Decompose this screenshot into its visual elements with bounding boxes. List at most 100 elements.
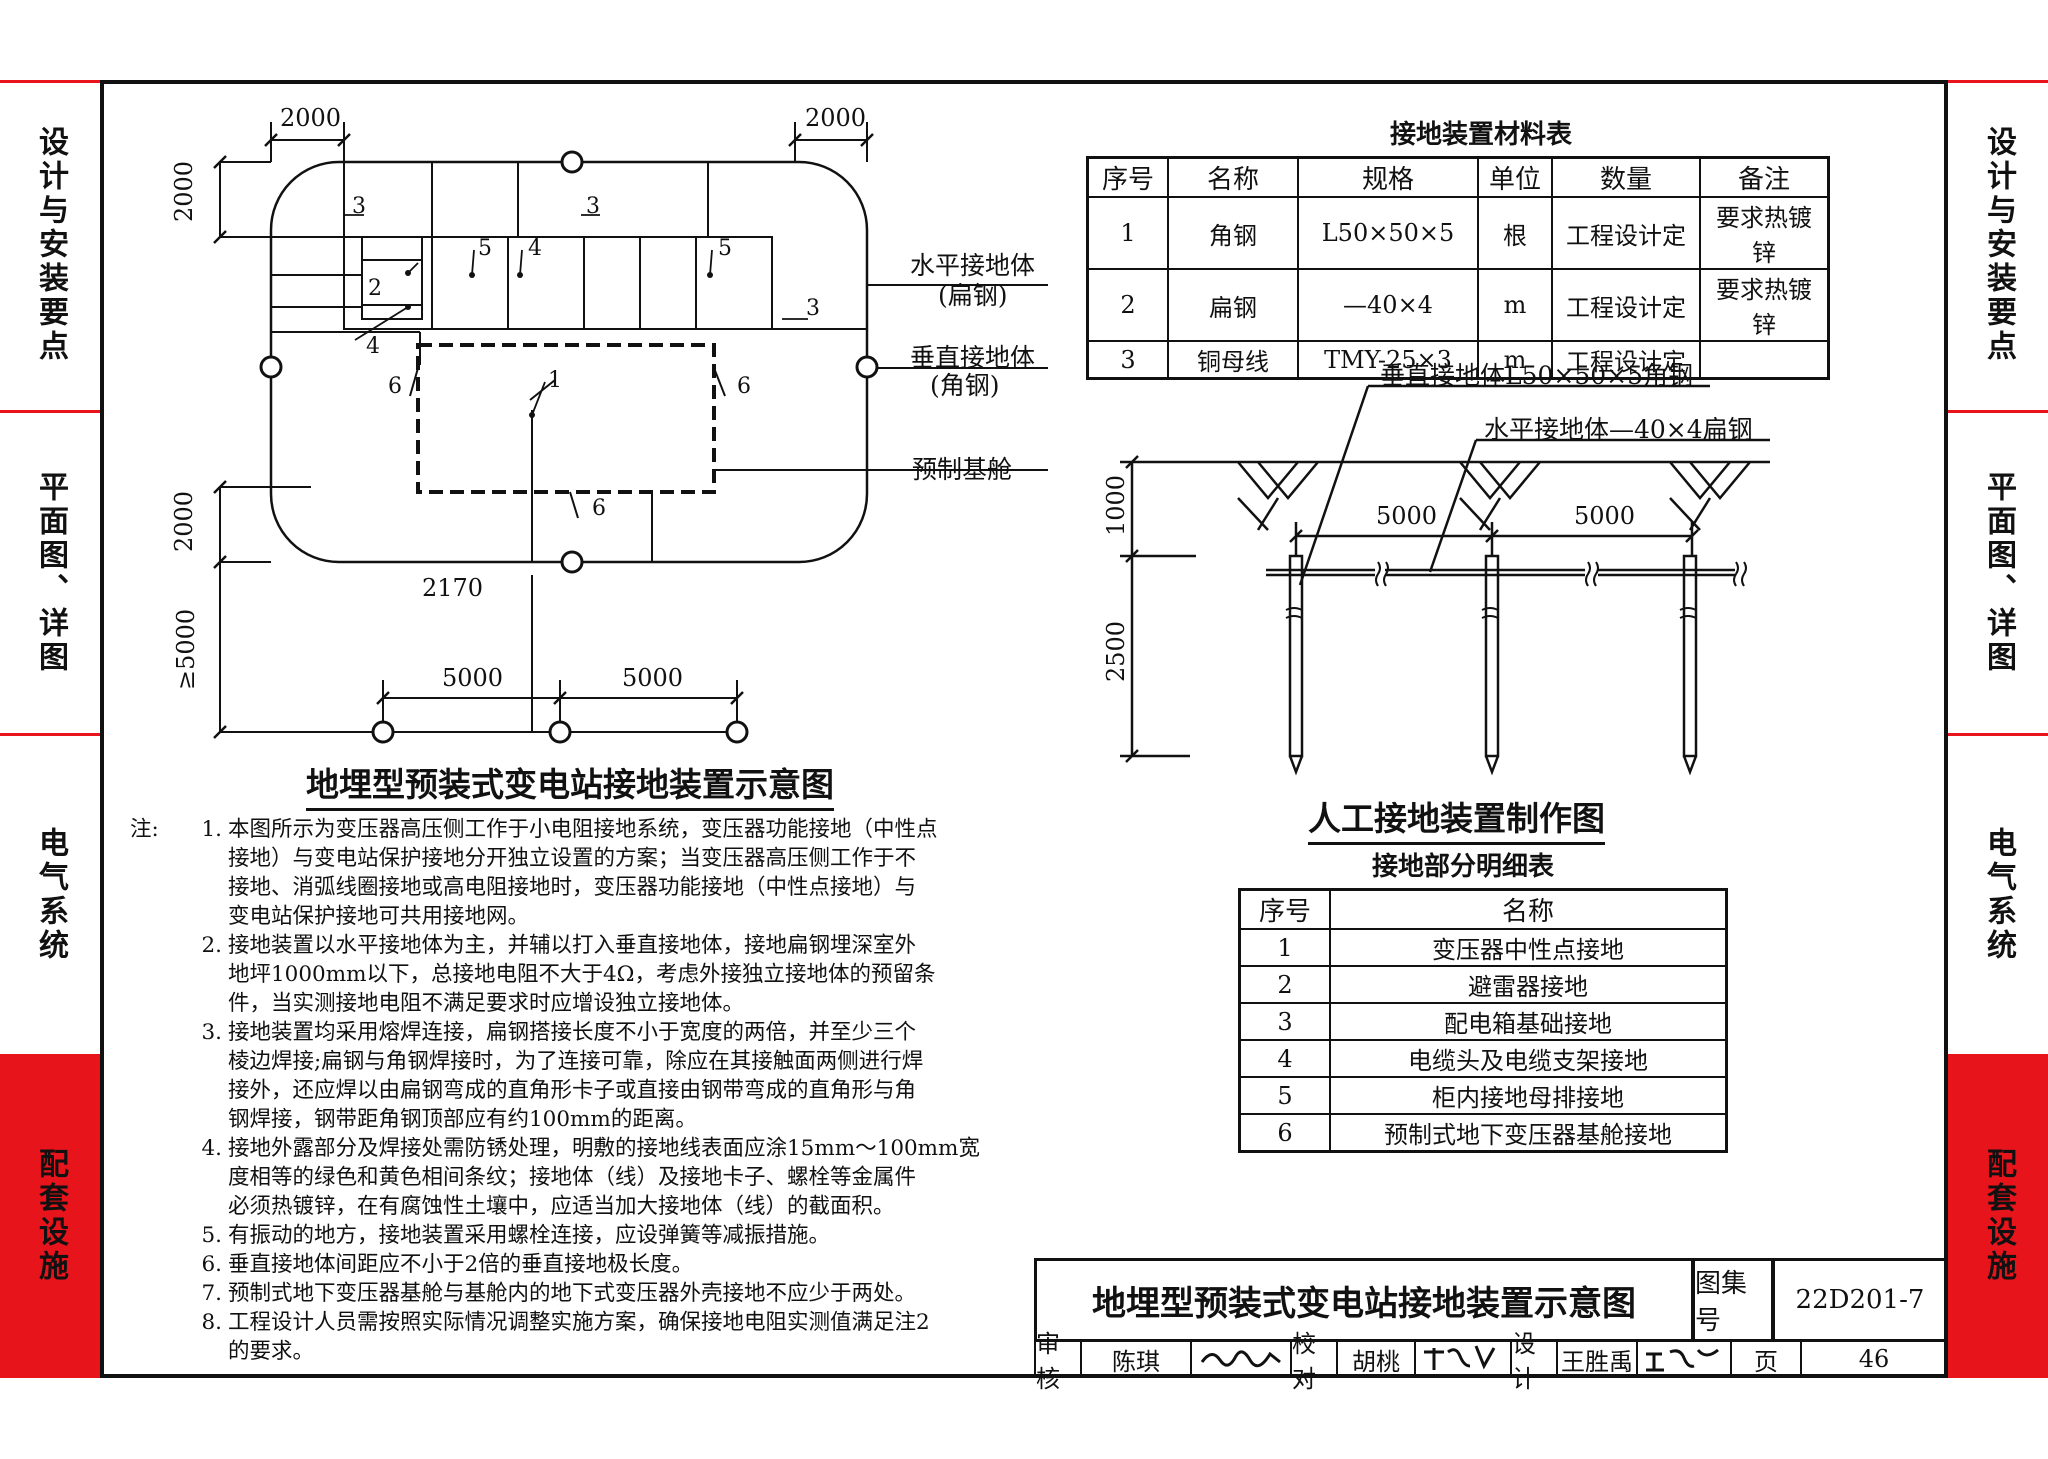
table-cell: 预制式地下变压器基舱接地 — [1329, 1113, 1728, 1153]
note-number: 8. — [201, 1310, 222, 1335]
callout-6: 6 — [592, 496, 606, 521]
note-line: 度相等的绿色和黄色相间条纹；接地体（线）及接地卡子、螺栓等金属件 — [228, 1165, 917, 1190]
table-cell: —40×4 — [1297, 268, 1479, 342]
note-line: 本图所示为变压器高压侧工作于小电阻接地系统，变压器功能接地（中性点 — [228, 817, 938, 842]
table-cell: 2 — [1238, 965, 1331, 1004]
table-cell — [1699, 340, 1830, 380]
table-cell: 根 — [1477, 196, 1553, 270]
callout-3: 3 — [586, 194, 600, 219]
note-line: 接地装置均采用熔焊连接，扁钢搭接长度不小于宽度的两倍，并至少三个 — [228, 1020, 917, 1045]
label-horizontal: 水平接地体 — [910, 251, 1036, 280]
table-cell: 变压器中性点接地 — [1329, 928, 1728, 967]
table-cell: L50×50×5 — [1297, 196, 1479, 270]
header-cell: 序号 — [1238, 888, 1331, 930]
side-tab-design-left: 设计与安装要点 — [33, 126, 68, 364]
title-block-title: 地埋型预装式变电站接地装置示意图 — [1034, 1258, 1694, 1342]
note-line: 地坪1000mm以下，总接地电阻不大于4Ω，考虑外接独立接地体的预留条 — [228, 962, 936, 987]
dim-mid: 2170 — [422, 574, 484, 602]
page-label: 页 — [1730, 1340, 1802, 1378]
table-row: 3 铜母线 TMY-25×3 m 工程设计定 — [1086, 340, 1830, 380]
signature-icon — [1424, 1345, 1496, 1370]
note-line: 有振动的地方，接地装置采用螺栓连接，应设弹簧等减振措施。 — [228, 1223, 831, 1248]
note-line: 件，当实测接地电阻不满足要求时应增设独立接地体。 — [228, 991, 745, 1016]
table-cell: 工程设计定 — [1551, 340, 1701, 380]
signature-icon — [1646, 1348, 1719, 1372]
table-cell: 1 — [1086, 196, 1169, 270]
divider — [1948, 80, 2048, 83]
section-label-horizontal: 水平接地体—40×4扁钢 — [1484, 415, 1753, 444]
divider — [1948, 733, 2048, 736]
note-text: 接地外露部分及焊接处需防锈处理，明敷的接地线表面应涂15mm～100mm宽 度相… — [228, 1134, 1010, 1221]
header-cell: 序号 — [1086, 156, 1169, 198]
note-item: 8. 工程设计人员需按照实际情况调整实施方案，确保接地电阻实测值满足注2 的要求… — [130, 1308, 1010, 1366]
note-line: 接外，还应焊以由扁钢弯成的直角形卡子或直接由钢带弯成的直角形与角 — [228, 1078, 917, 1103]
note-line: 预制式地下变压器基舱与基舱内的地下式变压器外壳接地不应少于两处。 — [228, 1281, 917, 1306]
note-text: 接地装置以水平接地体为主，并辅以打入垂直接地体，接地扁钢埋深室外 地坪1000m… — [228, 931, 1010, 1018]
callout-5: 5 — [478, 236, 492, 261]
note-line: 接地）与变电站保护接地分开独立设置的方案；当变压器高压侧工作于不 — [228, 846, 917, 871]
divider — [0, 410, 100, 413]
atlas-number: 22D201-7 — [1772, 1258, 1948, 1342]
designer-name: 王胜禹 — [1556, 1340, 1638, 1378]
note-line: 接地装置以水平接地体为主，并辅以打入垂直接地体，接地扁钢埋深室外 — [228, 933, 917, 958]
table-cell: 6 — [1238, 1113, 1331, 1153]
header-cell: 数量 — [1551, 156, 1701, 198]
table-cell: m — [1477, 340, 1553, 380]
table-cell: 工程设计定 — [1551, 268, 1701, 342]
table-cell: 1 — [1238, 928, 1331, 967]
callout-3: 3 — [806, 296, 820, 321]
table-cell: 2 — [1086, 268, 1169, 342]
note-line: 垂直接地体间距应不小于2倍的垂直接地极长度。 — [228, 1252, 694, 1277]
note-line: 变电站保护接地可共用接地网。 — [228, 904, 530, 929]
divider — [0, 80, 100, 83]
note-item: 6. 垂直接地体间距应不小于2倍的垂直接地极长度。 — [130, 1250, 1010, 1279]
note-text: 工程设计人员需按照实际情况调整实施方案，确保接地电阻实测值满足注2 的要求。 — [228, 1308, 1010, 1366]
designer-signature — [1636, 1340, 1732, 1378]
table-cell: 工程设计定 — [1551, 196, 1701, 270]
dim-top-left: 2000 — [280, 104, 342, 132]
note-number: 7. — [201, 1281, 222, 1306]
note-text: 接地装置均采用熔焊连接，扁钢搭接长度不小于宽度的两倍，并至少三个 棱边焊接;扁钢… — [228, 1018, 1010, 1134]
section-dim-spacing1: 5000 — [1376, 502, 1438, 530]
note-item: 2. 接地装置以水平接地体为主，并辅以打入垂直接地体，接地扁钢埋深室外 地坪10… — [130, 931, 1010, 1018]
table-header-row: 序号 名称 — [1238, 888, 1728, 930]
callout-1: 1 — [548, 368, 562, 393]
page-number: 46 — [1800, 1340, 1948, 1378]
signature-icon — [1200, 1350, 1281, 1368]
table-cell: 铜母线 — [1167, 340, 1299, 380]
checker-signature — [1414, 1340, 1512, 1378]
table-cell: 3 — [1086, 340, 1169, 380]
note-item: 4. 接地外露部分及焊接处需防锈处理，明敷的接地线表面应涂15mm～100mm宽… — [130, 1134, 1010, 1221]
label-vertical-sub: (角钢) — [930, 371, 1000, 400]
dim-bottom-left: 5000 — [442, 664, 504, 692]
note-line: 接地、消弧线圈接地或高电阻接地时，变压器功能接地（中性点接地）与 — [228, 875, 917, 900]
note-line: 必须热镀锌，在有腐蚀性土壤中，应适当加大接地体（线）的截面积。 — [228, 1194, 895, 1219]
header-cell: 规格 — [1297, 156, 1479, 198]
note-item: 7. 预制式地下变压器基舱与基舱内的地下式变压器外壳接地不应少于两处。 — [130, 1279, 1010, 1308]
header-cell: 名称 — [1329, 888, 1728, 930]
table-cell: 电缆头及电缆支架接地 — [1329, 1039, 1728, 1078]
label-cabin: 预制基舱 — [912, 455, 1013, 484]
table-cell: 避雷器接地 — [1329, 965, 1728, 1004]
table-cell: 4 — [1238, 1039, 1331, 1078]
table-cell: 角钢 — [1167, 196, 1299, 270]
label-horizontal-sub: (扁钢) — [938, 281, 1008, 310]
table-cell: TMY-25×3 — [1297, 340, 1479, 380]
table-cell: 要求热镀锌 — [1699, 268, 1830, 342]
detail-table-title: 接地部分明细表 — [1372, 852, 1555, 882]
header-cell: 备注 — [1699, 156, 1830, 198]
note-line: 钢焊接，钢带距角钢顶部应有约100mm的距离。 — [228, 1107, 697, 1132]
note-item: 5. 有振动的地方，接地装置采用螺栓连接，应设弹簧等减振措施。 — [130, 1221, 1010, 1250]
side-tab-facilities-left: 配套设施 — [0, 1054, 100, 1378]
callout-2: 2 — [368, 276, 382, 301]
note-item: 注: 1. 本图所示为变压器高压侧工作于小电阻接地系统，变压器功能接地（中性点 … — [130, 815, 1010, 931]
side-tab-facilities-right: 配套设施 — [1948, 1054, 2048, 1378]
note-line: 工程设计人员需按照实际情况调整实施方案，确保接地电阻实测值满足注2 — [228, 1310, 930, 1335]
design-label: 设计 — [1510, 1330, 1558, 1393]
